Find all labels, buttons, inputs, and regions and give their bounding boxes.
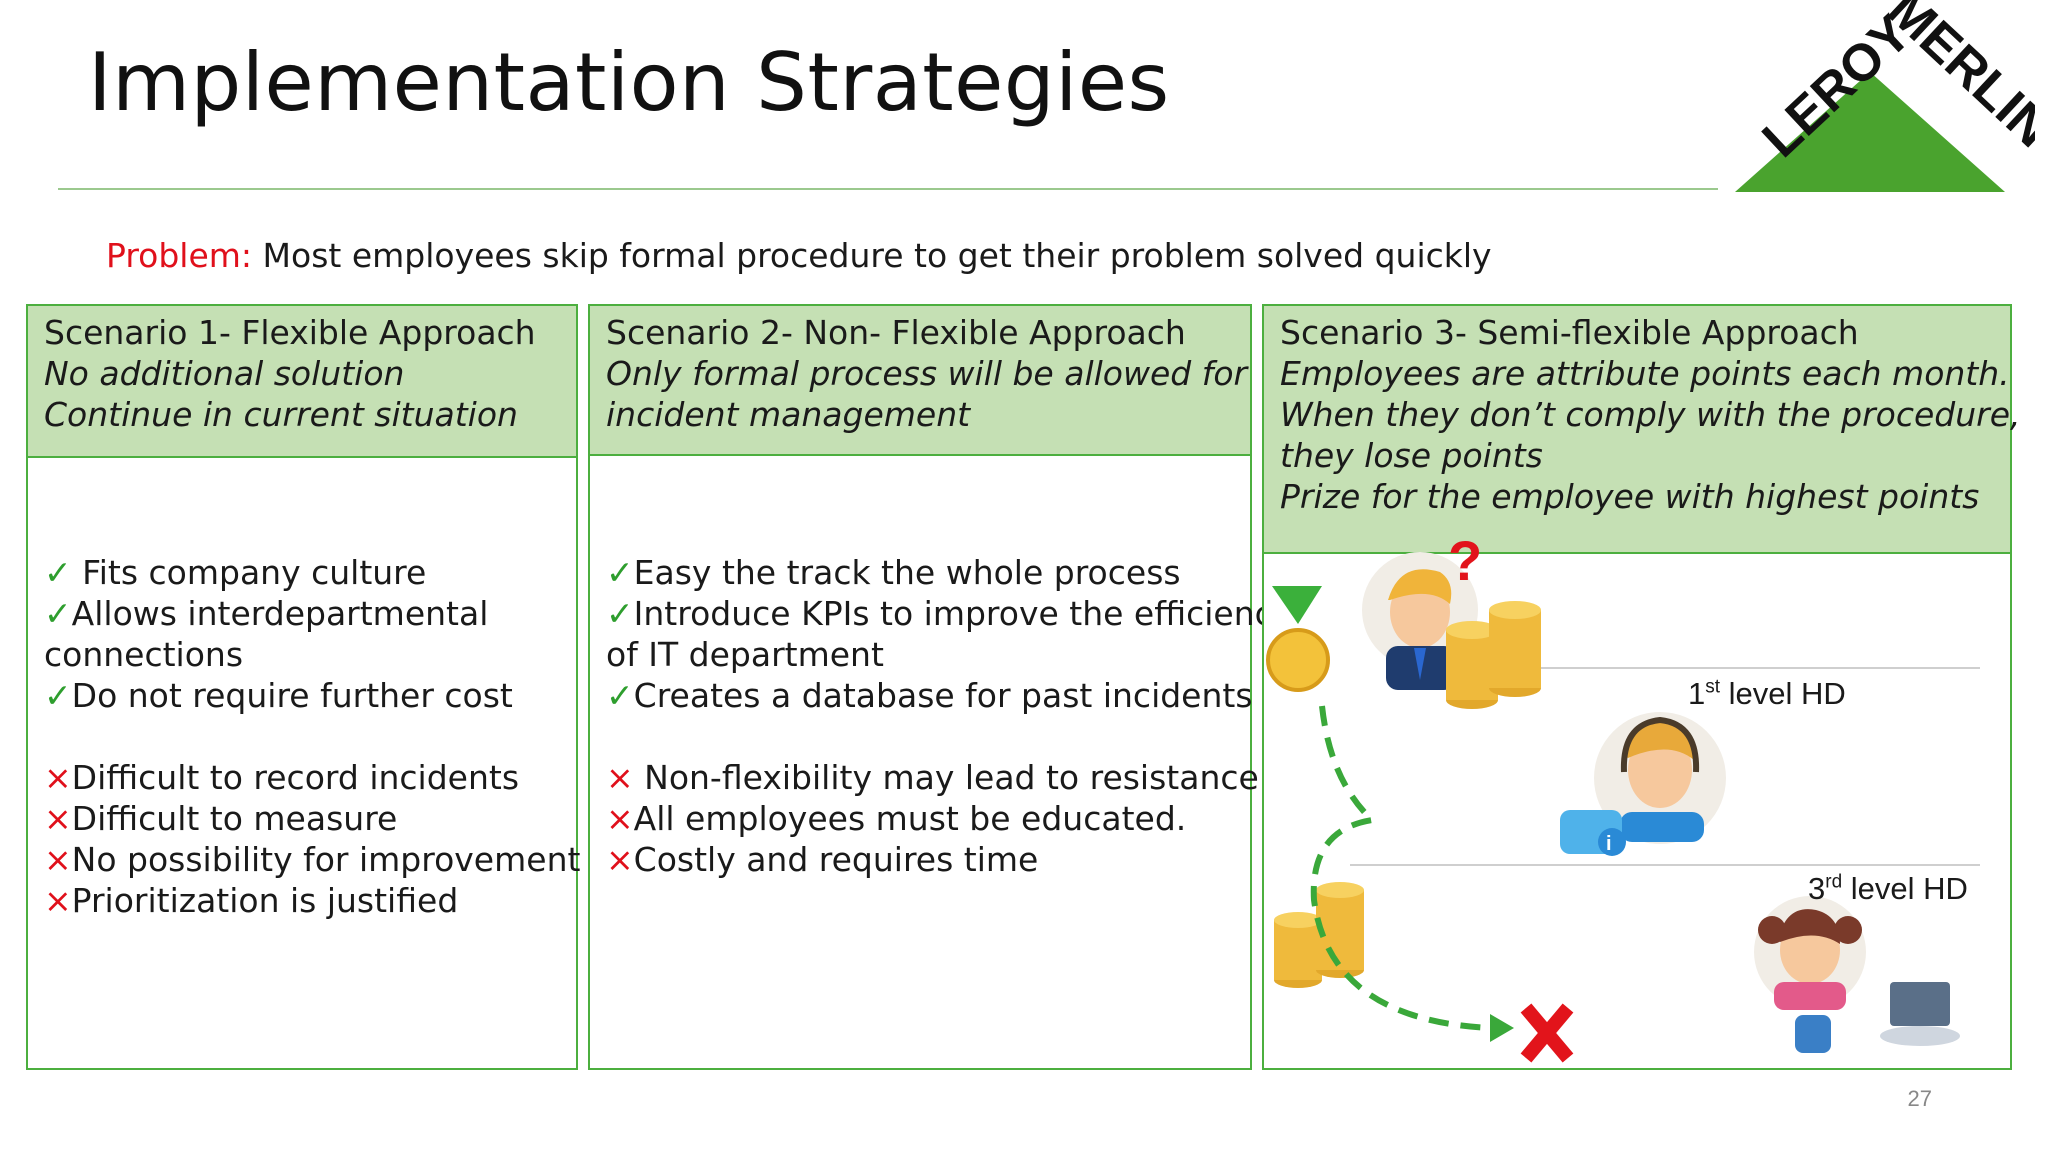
con-item: ×Costly and requires time bbox=[606, 840, 1039, 879]
arrow-head-icon bbox=[1490, 1014, 1514, 1042]
pro-item: ✓Creates a database for past incidents bbox=[606, 676, 1253, 715]
con-item: ×Prioritization is justified bbox=[44, 881, 459, 920]
escalation-arrow bbox=[1310, 705, 1491, 1031]
check-icon: ✓ bbox=[606, 553, 634, 592]
svg-text:?: ? bbox=[1448, 529, 1482, 592]
problem-text: Most employees skip formal procedure to … bbox=[252, 236, 1492, 275]
pro-item: ✓Allows interdepartmental bbox=[44, 594, 489, 633]
check-icon: ✓ bbox=[44, 553, 72, 592]
svg-text:i: i bbox=[1606, 833, 1612, 855]
scenario-1-desc-line: No additional solution bbox=[44, 354, 405, 393]
help-desk-agent-icon: i bbox=[1560, 712, 1726, 856]
check-icon: ✓ bbox=[44, 676, 72, 715]
pro-item-continued: connections bbox=[44, 635, 244, 674]
scenario-2-title: Scenario 2- Non- Flexible Approach bbox=[606, 313, 1186, 352]
cross-icon: × bbox=[606, 758, 634, 797]
page-number: 27 bbox=[1907, 1086, 1932, 1111]
con-item: ×Difficult to record incidents bbox=[44, 758, 520, 797]
level-1-label: 1st level HD bbox=[1688, 676, 1846, 711]
relaxing-employee-icon bbox=[1754, 896, 1960, 1053]
scenario-2-desc-line: Only formal process will be allowed for bbox=[606, 354, 1248, 393]
scenario-1-header: Scenario 1- Flexible Approach No additio… bbox=[28, 306, 576, 458]
cross-icon: × bbox=[606, 840, 634, 879]
check-icon: ✓ bbox=[44, 594, 72, 633]
con-item: ×Difficult to measure bbox=[44, 799, 398, 838]
scenario-3-desc-line: Employees are attribute points each mont… bbox=[1280, 354, 2010, 393]
cross-icon: × bbox=[44, 799, 72, 838]
scenario-3-desc-line: Prize for the employee with highest poin… bbox=[1280, 477, 1980, 516]
pro-item: ✓Do not require further cost bbox=[44, 676, 513, 715]
cross-icon: × bbox=[44, 758, 72, 797]
title-divider bbox=[58, 188, 1718, 190]
cross-icon: × bbox=[44, 840, 72, 879]
scenario-3-panel: Scenario 3- Semi-flexible Approach Emplo… bbox=[1262, 304, 2021, 1070]
pro-item: ✓Introduce KPIs to improve the efficienc… bbox=[606, 594, 1293, 633]
level-3-label: 3rd level HD bbox=[1808, 871, 1968, 906]
scenario-3-title: Scenario 3- Semi-flexible Approach bbox=[1280, 313, 1859, 352]
check-icon: ✓ bbox=[606, 676, 634, 715]
scenario-2-panel: Scenario 2- Non- Flexible Approach Only … bbox=[588, 304, 1292, 1070]
cross-icon: × bbox=[606, 799, 634, 838]
scenario-1-panel: Scenario 1- Flexible Approach No additio… bbox=[26, 304, 580, 1070]
con-item: ×No possibility for improvement bbox=[44, 840, 581, 879]
scenario-3-illustration: ? i bbox=[1266, 529, 1980, 1063]
check-icon: ✓ bbox=[606, 594, 634, 633]
problem-label: Problem: bbox=[106, 236, 253, 275]
scenario-1-title: Scenario 1- Flexible Approach bbox=[44, 313, 536, 352]
pro-item: ✓Easy the track the whole process bbox=[606, 553, 1181, 592]
pro-item-continued: of IT department bbox=[606, 635, 884, 674]
coins-icon bbox=[1446, 601, 1541, 709]
scenario-2-desc-line: incident management bbox=[606, 395, 971, 434]
scenario-2-body: ✓Easy the track the whole process ✓Intro… bbox=[606, 552, 1292, 880]
coins-icon bbox=[1274, 882, 1364, 988]
scenario-3-header: Scenario 3- Semi-flexible Approach Emplo… bbox=[1264, 306, 2021, 554]
slide-title: Implementation Strategies bbox=[88, 36, 1170, 129]
pro-item: ✓ Fits company culture bbox=[44, 553, 427, 592]
scenario-3-desc-line: When they don’t comply with the procedur… bbox=[1280, 395, 2021, 434]
problem-statement: Problem: Most employees skip formal proc… bbox=[106, 236, 1492, 275]
cross-icon: × bbox=[44, 881, 72, 920]
scenario-3-desc-line: they lose points bbox=[1280, 436, 1543, 475]
scenario-2-header: Scenario 2- Non- Flexible Approach Only … bbox=[590, 306, 1250, 456]
con-item: ×All employees must be educated. bbox=[606, 799, 1187, 838]
red-x-icon bbox=[1520, 1003, 1574, 1063]
scenario-1-body: ✓ Fits company culture ✓Allows interdepa… bbox=[44, 552, 580, 921]
leroy-merlin-logo: LEROY MERLIN bbox=[1735, 0, 2035, 192]
con-item: × Non-flexibility may lead to resistance bbox=[606, 758, 1259, 797]
scenario-1-desc-line: Continue in current situation bbox=[44, 395, 518, 434]
